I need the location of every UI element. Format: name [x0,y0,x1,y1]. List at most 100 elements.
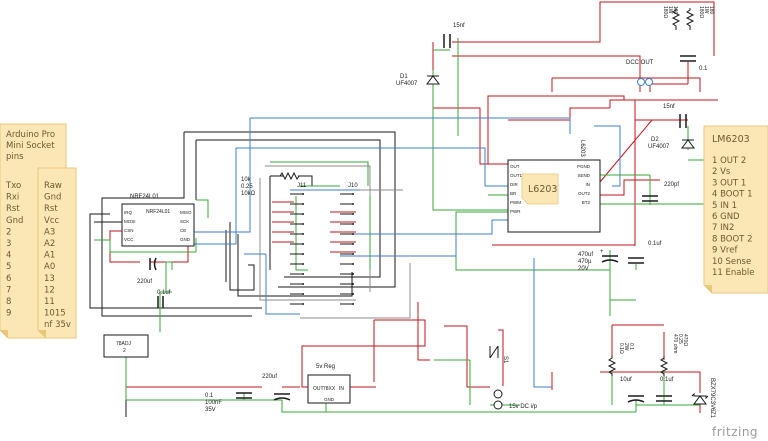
header-j10-pin-dot [352,193,354,195]
nrf24l01-module [121,203,195,247]
capacitor-470uf-value: 470uf [578,252,593,258]
arduino-right-pin: 13 [44,274,55,284]
nrf24l01-inner-label: NRF24L01 [146,209,170,215]
arduino-right-pin: 12 [44,285,55,295]
nrf-pin-right: SCK [180,219,189,224]
regulator-5v-gnd: GND [324,397,335,402]
arduino-right-pin: A2 [44,239,55,249]
arduino-left-pin: 3 [6,239,11,249]
resistor-180-label: 1W [667,6,673,14]
nrf-pin-left: CSN [124,228,134,233]
resistor-180-left [671,8,681,30]
capacitor-01-100nf-voltage: 35V [205,407,216,413]
l6203-pin-right: PGND [577,164,591,169]
capacitor-01uf-bottom [656,395,672,402]
lm6203-pins-note [703,125,768,294]
j11-label: J11 [297,183,307,189]
resistor-01ohm [607,356,617,376]
arduino-left-pin: 8 [6,297,11,307]
power-input-label: 15v DC i/p [509,404,538,410]
header-j11-pin-dot [302,283,304,285]
resistor-180-label: 180Ω [662,6,668,18]
arduino-left-pin: Gnd [6,216,23,226]
l6203-pin-left: PWM [510,200,521,205]
resistor-01ohm-label: 2W [623,343,629,351]
arduino-title-line: pins [6,152,24,162]
arduino-right-pin: 1015 [44,309,66,319]
header-j11-pin-dot [302,303,304,305]
zener-z1-label: Z1 [709,411,715,419]
header-j10-pin-dot [352,263,354,265]
zener-part-label: BZX79C3V6 [709,378,715,412]
nrf-pin-left: VCC [124,237,134,242]
l6203-pin-left: PWR [510,209,521,214]
resistor-10k-label: 10kΩ [241,191,256,197]
nrf-pin-right: MISO [180,210,192,215]
header-j10 [340,193,354,305]
resistor-470ohm-label: 470 ohm [672,334,678,353]
capacitor-220uf-bottom [273,393,291,401]
capacitor-01-100nf-value: 0.1 [205,393,214,399]
wires-blue [194,117,621,388]
resistor-470ohm [659,356,669,376]
header-j11-pin-dot [302,293,304,295]
l6203-label: L6203 [528,184,557,195]
l6203-note [521,173,559,205]
diode-d2-label: D2 [651,137,659,143]
switch-s1 [489,345,499,359]
arduino-left-pin: 9 [6,309,11,319]
capacitor-01-100nf [236,392,252,399]
capacitor-220uf-bottom-label: 220uf [262,374,277,380]
header-j11-pin-dot [302,263,304,265]
capacitor-10uf [627,395,645,403]
resistor-180-label: 180 [708,6,714,15]
lm6203-pin: 1 OUT 2 [712,156,746,166]
arduino-left-pin: 6 [6,274,11,284]
diode-d1-label: D1 [400,74,408,80]
l6203-vertical-label: L6203 [579,140,585,157]
nrf-pin-left: MOSI [124,219,136,224]
capacitor-01uf-left-label: 0.1uf [157,290,171,296]
header-j11-pin-dot [302,193,304,195]
dcc-out-terminal-1 [637,78,645,86]
arduino-left-pin: 7 [6,285,11,295]
capacitor-01uf-bottom-label: 0.1uf [660,377,674,383]
header-j11-pin-dot [302,233,304,235]
dcc-out-terminal-2 [645,78,653,86]
header-j11-pin-dot [302,243,304,245]
nrf-pin-left: IRQ [124,210,133,215]
capacitor-01uf-right [628,257,644,264]
lm6203-pin: 11 Enable [712,268,754,278]
lm6203-pin: 9 Vref [712,246,738,256]
nrf-pin-right: GND [180,237,191,242]
regulator-5v-title: 5v Reg [316,364,335,370]
arduino-title-line: Mini Socket [6,141,55,151]
capacitor-10uf-label: 10uf [620,377,632,383]
header-j10-pin-dot [352,213,354,215]
capacitor-220pf [642,195,658,202]
lm6203-pin: 4 BOOT 1 [712,190,752,200]
power-terminal-negative [493,400,503,410]
l6203-pin-right: SEND [577,173,590,178]
power-terminal-positive [493,389,503,399]
arduino-right-pin: Vcc [44,216,59,226]
resistor-10k-power: 0.25 [241,184,253,190]
capacitor-470uf-voltage: 20V [578,266,589,272]
lm6203-pin: 3 OUT 1 [712,178,746,188]
resistor-01ohm-label: 0.1 [628,343,634,350]
resistor-10k-value: 10k [241,177,252,183]
l6203-pin-right: BT2 [582,200,591,205]
capacitor-01uf-left [157,296,164,308]
diode-d2 [681,139,695,149]
capacitor-15nf-right-label: 15nf [663,104,675,110]
resistor-180-label: 1W [703,6,709,14]
regulator-5v-inner: 78XX [323,386,336,392]
diode-d1 [426,75,440,85]
l6203-pin-right: IN [586,182,591,187]
arduino-right-pin: 11 [44,297,55,307]
